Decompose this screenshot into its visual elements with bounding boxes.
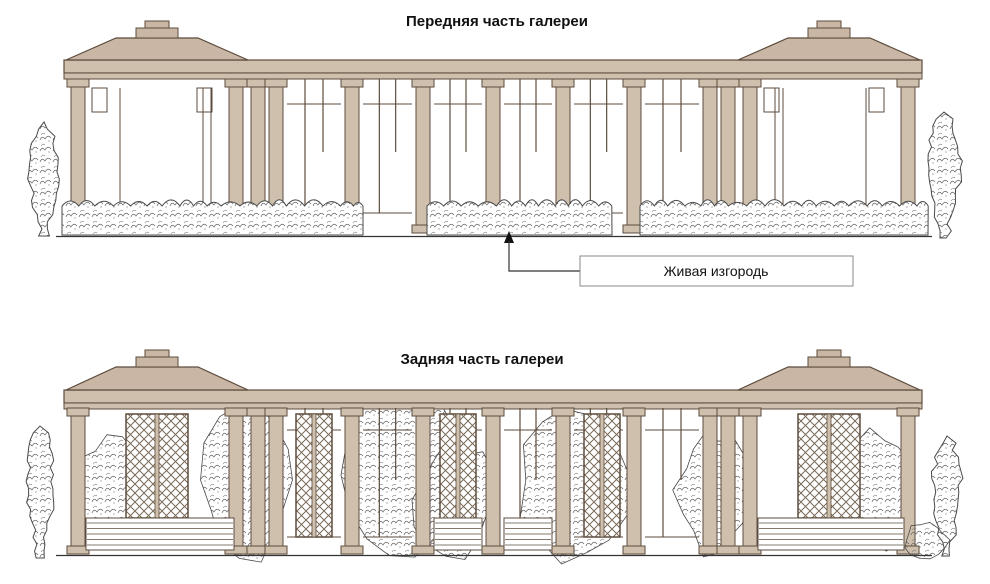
back-gallery-structure [63, 349, 923, 555]
front-side-trees [27, 111, 963, 239]
back-elevation-drawing: Задняя часть галереи [25, 349, 964, 565]
back-elevation-title: Задняя часть галереи [400, 351, 563, 368]
callout-leader-line [508, 241, 580, 272]
back-base-shrubs [904, 522, 951, 560]
front-hedge [61, 199, 929, 236]
callout-box [579, 255, 854, 287]
hedge-callout: Живая изгородь [504, 231, 854, 287]
callout-arrowhead [504, 231, 514, 243]
front-elevation-title: Передняя часть галереи [406, 13, 588, 30]
front-elevation-drawing: Передняя часть галереи Живая изгородь [27, 13, 963, 287]
back-side-trees [25, 425, 964, 559]
callout-label: Живая изгородь [664, 263, 769, 279]
